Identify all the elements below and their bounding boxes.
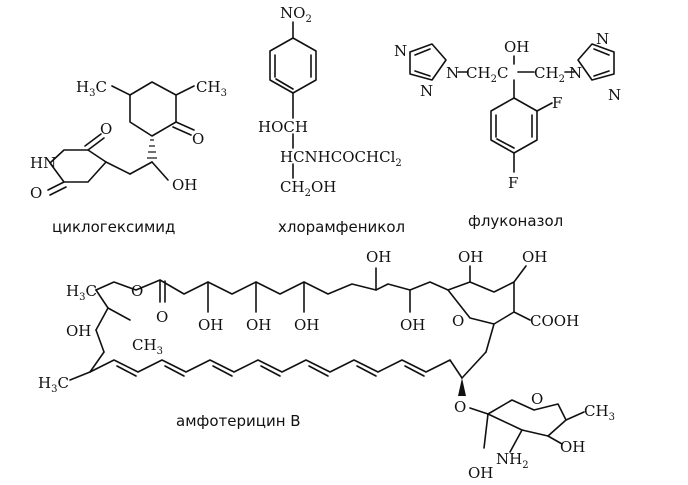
amphotericin-oh-sugar1: OH <box>560 438 585 456</box>
svg-text:NH2: NH2 <box>496 450 529 471</box>
chloramphenicol-hoch: HOCH <box>258 118 308 136</box>
chloramphenicol-benzene-ring <box>269 37 317 94</box>
fluconazole-triazole-right <box>577 43 615 81</box>
amphotericin-ch3-sugar-sub: 3 <box>609 412 615 423</box>
fluconazole-f2: F <box>508 174 518 192</box>
amphotericin-oh-top2: OH <box>458 248 483 266</box>
chloramphenicol-structure: NO2 HOCH HCNHCOCHCl2 CH2OH хлорамфеникол <box>258 4 405 236</box>
fluconazole-n5: N <box>596 30 609 48</box>
chloramphenicol-ch2: CH <box>280 178 305 196</box>
amphotericin-h3c-low-c: C <box>57 374 68 392</box>
amphotericin-oh-c2: OH <box>246 316 271 334</box>
amphotericin-polyene-chain <box>89 359 463 379</box>
amphotericin-top-chain <box>95 279 449 295</box>
amphotericin-h3c-c: C <box>85 282 96 300</box>
fluconazole-n3: N <box>446 64 459 82</box>
svg-text:HCNHCOCHCl2: HCNHCOCHCl2 <box>280 148 402 169</box>
cycloheximide-structure: H3C CH3 O O O HN OH циклогексимид <box>30 78 227 236</box>
fluconazole-benzene-ring <box>490 97 538 154</box>
fluconazole-n2: N <box>420 82 433 100</box>
caption-chloramphenicol: хлорамфеникол <box>278 218 405 236</box>
cycloheximide-h3c-sub: 3 <box>89 88 95 99</box>
fluconazole-ch2-b-sub: 2 <box>559 74 565 85</box>
amphotericin-oh-c3: OH <box>294 316 319 334</box>
chloramphenicol-cl2-sub: 2 <box>395 158 401 169</box>
amphotericin-oh-top1: OH <box>366 248 391 266</box>
amphotericin-h3c-sub: 3 <box>79 292 85 303</box>
svg-text:H3C: H3C <box>66 282 97 303</box>
amphotericin-oh-left: OH <box>66 322 91 340</box>
cycloheximide-cyclohexanone-ring <box>129 81 177 137</box>
amphotericin-h3c-low-h: H <box>38 374 51 392</box>
amphotericin-glycosidic-o: O <box>454 398 466 416</box>
chloramphenicol-oh: OH <box>311 178 336 196</box>
cycloheximide-imide-o-bottom: O <box>30 184 42 202</box>
chloramphenicol-ch2-sub: 2 <box>305 188 311 199</box>
amphotericin-nh2-sub: 2 <box>522 460 528 471</box>
amphotericin-carbonyl-o: O <box>156 308 168 326</box>
svg-text:CH2: CH2 <box>534 64 565 85</box>
amphotericin-oh-top3: OH <box>522 248 547 266</box>
amphotericin-mycosamine-ring <box>487 399 567 437</box>
chloramphenicol-hcnh: HCNHCOCHCl <box>280 148 396 166</box>
amphotericin-h3c-h: H <box>66 282 79 300</box>
fluconazole-ch2-a: CH <box>466 64 491 82</box>
svg-text:NO2: NO2 <box>280 4 312 25</box>
chloramphenicol-no2: NO <box>280 4 305 22</box>
svg-text:CH3: CH3 <box>196 78 227 99</box>
fluconazole-n4: N <box>569 64 582 82</box>
svg-text:H3C: H3C <box>38 374 69 395</box>
amphotericin-oh-sugar2: OH <box>468 464 493 482</box>
cycloheximide-h3c-c: C <box>95 78 106 96</box>
cycloheximide-ketone-o: O <box>192 130 204 148</box>
fluconazole-n1: N <box>394 42 407 60</box>
svg-text:CH2C: CH2C <box>466 64 508 85</box>
amphotericin-oh-c4: OH <box>400 316 425 334</box>
svg-text:H3C: H3C <box>76 78 107 99</box>
fluconazole-structure: N N N N N N OH CH2C CH2 F F флуконазол <box>394 30 621 230</box>
fluconazole-f1: F <box>552 94 562 112</box>
cycloheximide-hashed-bond <box>147 139 157 159</box>
cycloheximide-ch3-sub: 3 <box>221 88 227 99</box>
caption-amphotericin: амфотерицин В <box>176 412 301 430</box>
amphotericin-structure: H3C O O OH CH3 H3C OH OH OH OH OH OH OH … <box>38 248 615 482</box>
amphotericin-ch3-mid: CH <box>132 336 157 354</box>
svg-text:CH2OH: CH2OH <box>280 178 336 199</box>
cycloheximide-ch3-ch: CH <box>196 78 221 96</box>
caption-cycloheximide: циклогексимид <box>52 218 175 236</box>
caption-fluconazole: флуконазол <box>468 212 563 230</box>
cycloheximide-imide-o-top: O <box>100 120 112 138</box>
fluconazole-oh: OH <box>504 38 529 56</box>
amphotericin-hemiketal-ring <box>447 281 515 325</box>
amphotericin-nh2: NH <box>496 450 522 468</box>
fluconazole-triazole-left <box>409 43 447 81</box>
amphotericin-ester-o: O <box>131 282 143 300</box>
fluconazole-n6: N <box>608 86 621 104</box>
fluconazole-ch2-a-sub: 2 <box>491 74 497 85</box>
cycloheximide-h3c-h: H <box>76 78 89 96</box>
svg-text:CH3: CH3 <box>584 402 615 423</box>
amphotericin-ch3-mid-sub: 3 <box>157 346 163 357</box>
amphotericin-sugar-o: O <box>531 390 543 408</box>
amphotericin-ring-o: O <box>452 312 464 330</box>
chloramphenicol-no2-sub: 2 <box>305 14 311 25</box>
amphotericin-h3c-low-sub: 3 <box>51 384 57 395</box>
amphotericin-cooh: COOH <box>530 312 579 330</box>
amphotericin-ch3-sugar: CH <box>584 402 609 420</box>
cycloheximide-glutarimide-ring <box>49 149 107 183</box>
cycloheximide-oh: OH <box>172 176 197 194</box>
fluconazole-c: C <box>497 64 508 82</box>
cycloheximide-hn: HN <box>30 154 56 172</box>
svg-text:CH3: CH3 <box>132 336 163 357</box>
fluconazole-ch2-b: CH <box>534 64 559 82</box>
amphotericin-oh-c1: OH <box>198 316 223 334</box>
